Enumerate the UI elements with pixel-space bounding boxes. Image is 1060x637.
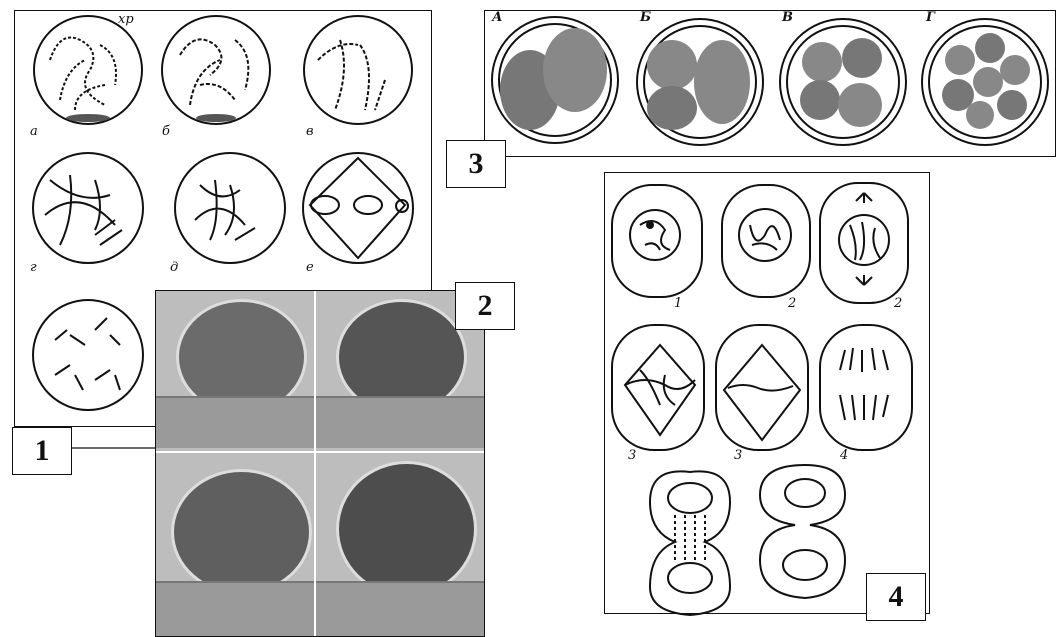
panel-2-gastrulation (155, 290, 485, 637)
meiosis-cell-v (304, 16, 412, 124)
tissue-bottom (156, 581, 484, 637)
meiosis-cell-d (175, 153, 285, 263)
tag-1: 1 (12, 427, 72, 475)
stage-label-v: в (306, 124, 314, 139)
meiosis-cell-b (162, 16, 270, 124)
divider-vertical (314, 291, 316, 636)
stage-label-a: а (30, 124, 38, 139)
tissue-top (156, 396, 484, 448)
stage-label-g: г (30, 260, 37, 275)
meiosis-cell-e (303, 153, 413, 263)
tag-3: 3 (446, 140, 506, 188)
mitosis-label-3a: 3 (628, 448, 636, 463)
stage-label-e: е (306, 260, 314, 275)
embryo-3 (171, 469, 312, 595)
stage-label-B: Б (640, 10, 651, 25)
meiosis-cell-zh (33, 300, 143, 410)
stage-label-d: д (170, 260, 178, 275)
meiosis-cell-g (33, 153, 143, 263)
divider-horizontal (156, 451, 484, 453)
tag-4: 4 (866, 573, 926, 621)
panel-4-mitosis (604, 172, 930, 614)
mitosis-label-1: 1 (674, 296, 682, 311)
stage-label-A: А (492, 10, 503, 25)
mitosis-label-4: 4 (840, 448, 848, 463)
panel-3-cleavage (484, 10, 1056, 157)
tag-2: 2 (455, 282, 515, 330)
stage-label-b: б (162, 124, 170, 139)
mitosis-label-2b: 2 (894, 296, 902, 311)
stage-label-V: В (782, 10, 793, 25)
mitosis-label-2a: 2 (788, 296, 796, 311)
meiosis-cell-a (34, 16, 142, 124)
annotation-hr: хр (118, 12, 134, 27)
stage-label-G: Г (926, 10, 935, 25)
mitosis-label-3b: 3 (734, 448, 742, 463)
embryo-4 (336, 461, 477, 597)
